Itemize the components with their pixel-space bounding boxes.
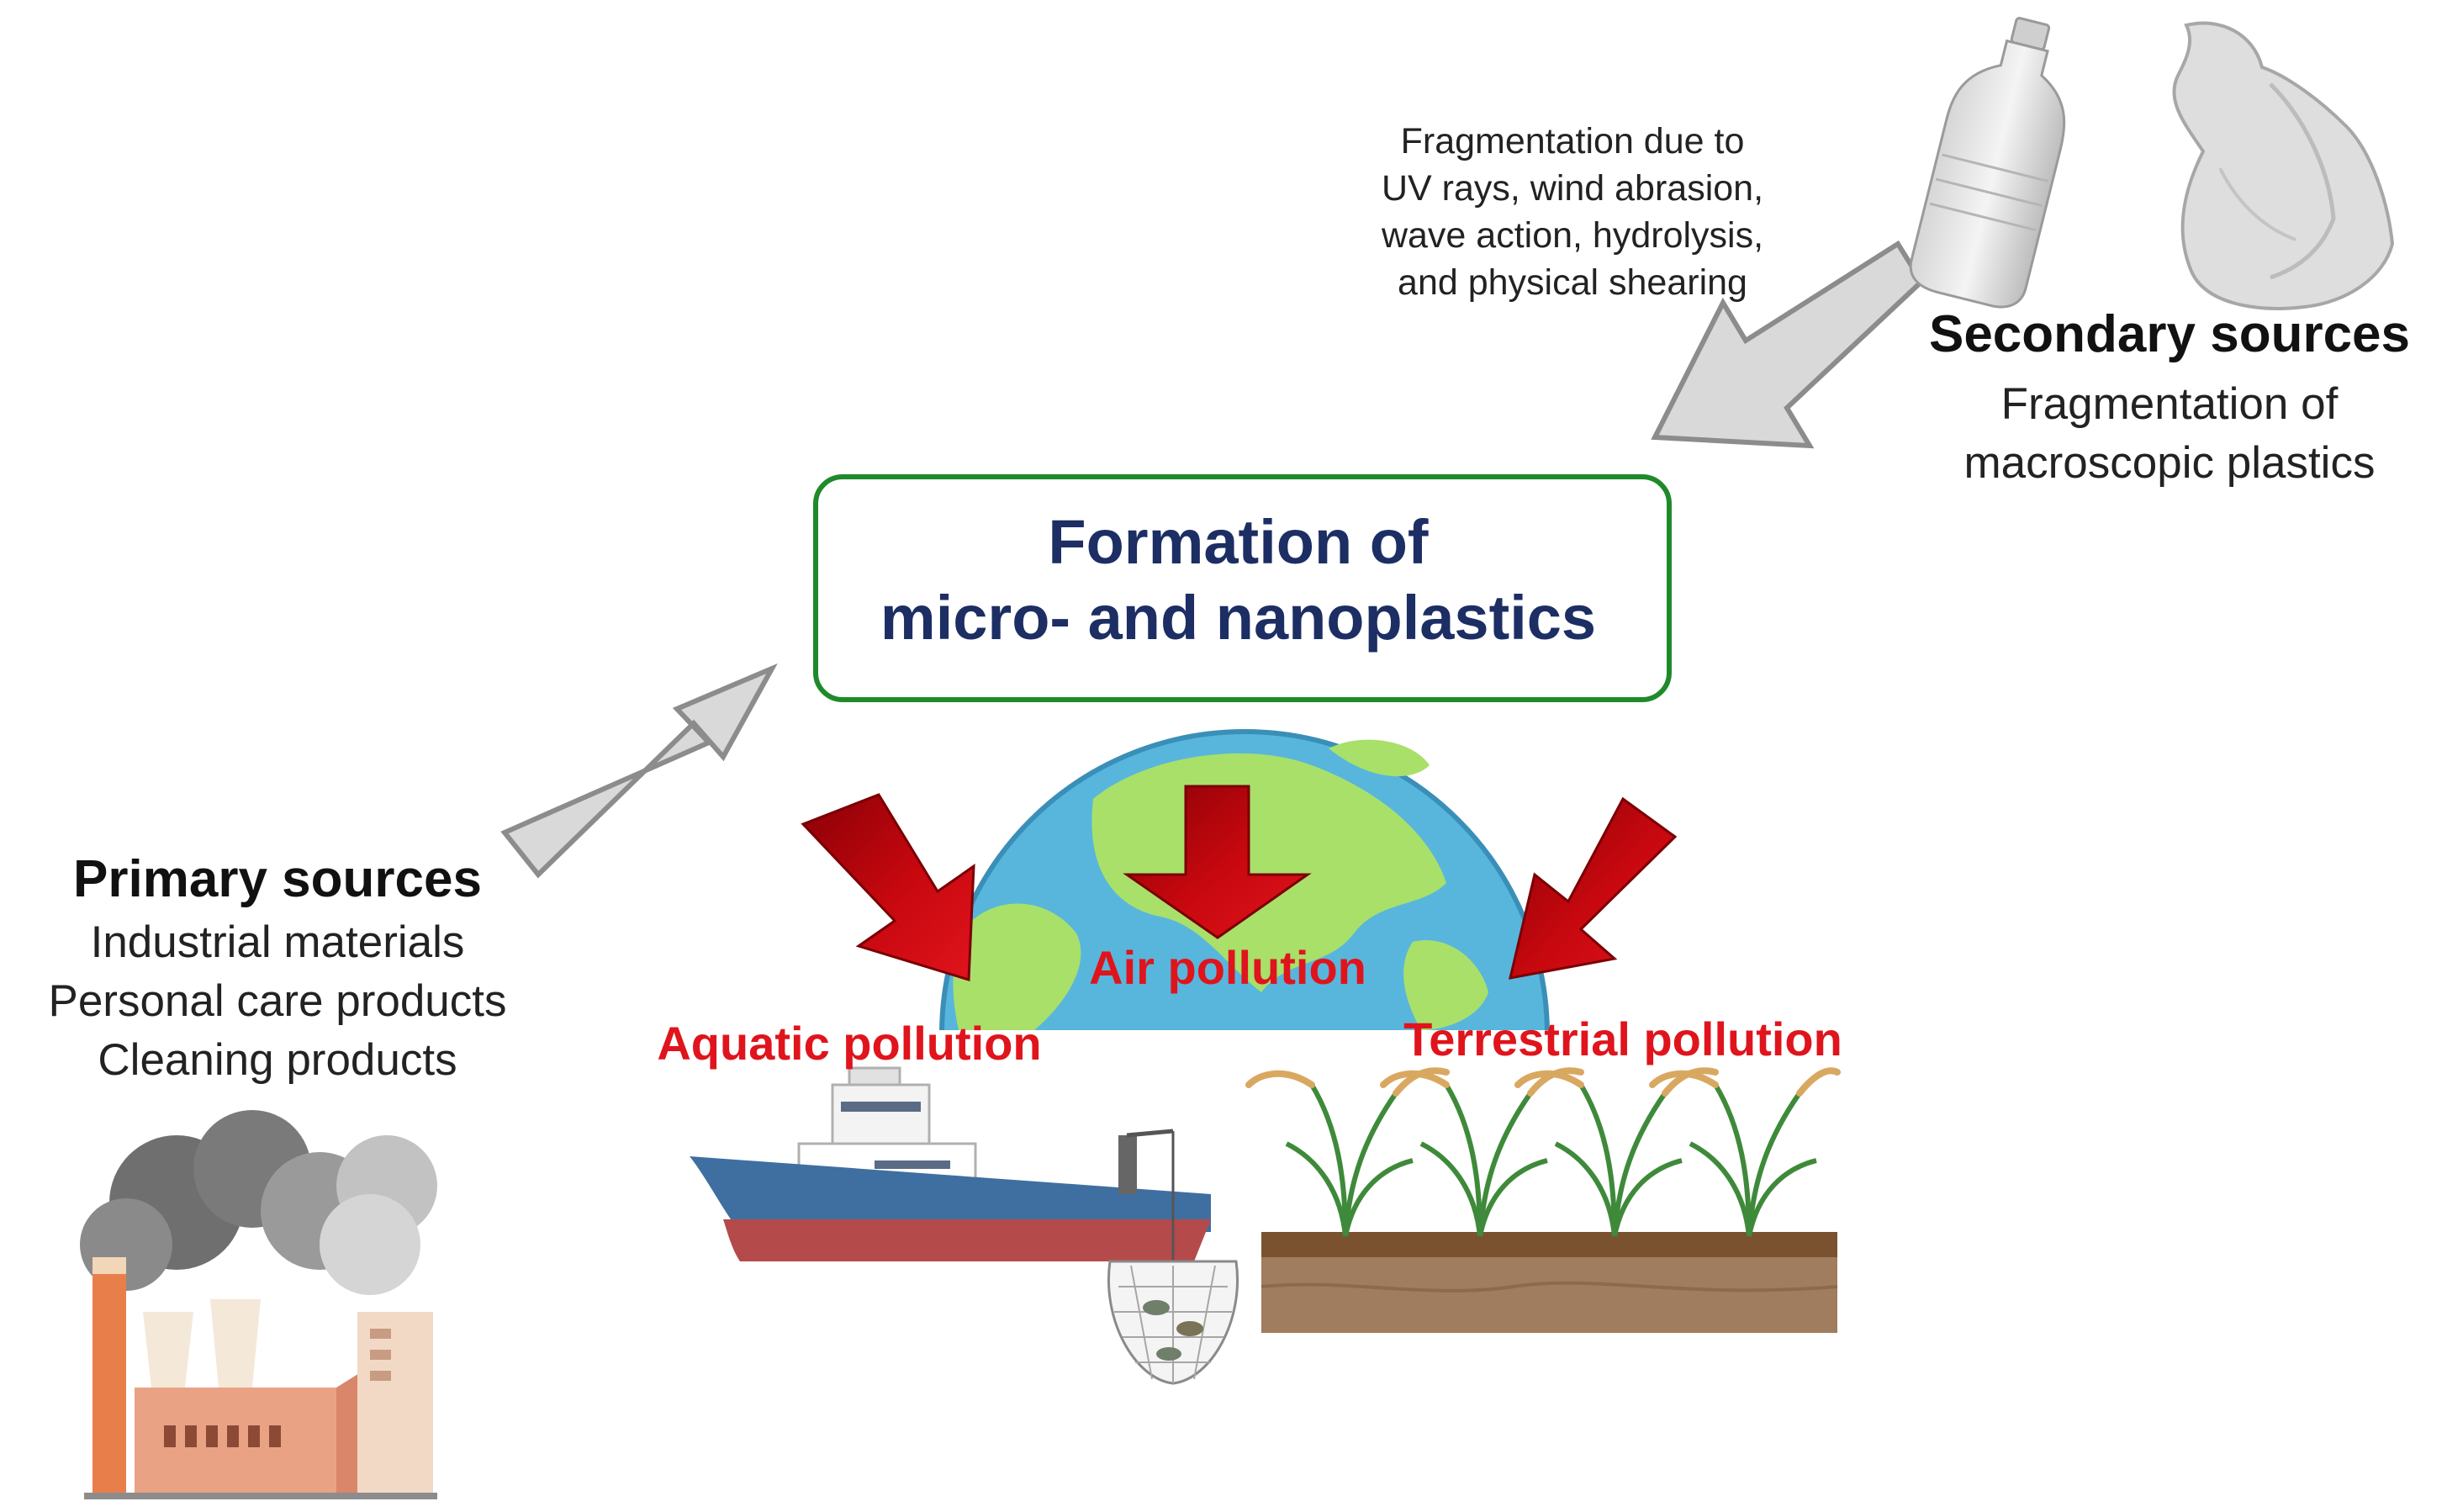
rice-plants-icon xyxy=(1245,1067,1841,1333)
fishing-ship-icon xyxy=(690,1066,1211,1261)
terrestrial-arrow xyxy=(1509,796,1678,980)
secondary-to-formation-arrow xyxy=(1651,240,1925,449)
fragmentation-line-3: wave action, hydrolysis, xyxy=(1381,215,1764,256)
fragmentation-line-4: and physical shearing xyxy=(1398,262,1747,303)
primary-line-3: Cleaning products xyxy=(98,1035,457,1085)
formation-box xyxy=(813,474,1672,702)
secondary-sources-description: Fragmentation of macroscopic plastics xyxy=(1884,375,2447,493)
fishing-net-icon xyxy=(1107,1131,1239,1385)
fragmentation-line-1: Fragmentation due to xyxy=(1400,121,1745,161)
formation-title: Formation of micro- and nanoplastics xyxy=(811,505,1665,656)
plastic-bottle-icon xyxy=(1909,17,2066,309)
secondary-sources-title: Secondary sources xyxy=(1928,305,2411,363)
aquatic-pollution-label: Aquatic pollution xyxy=(657,1017,1042,1070)
secondary-line-2: macroscopic plastics xyxy=(1963,438,2376,488)
primary-to-formation-arrow xyxy=(500,663,778,879)
primary-line-1: Industrial materials xyxy=(90,917,465,967)
formation-line-2: micro- and nanoplastics xyxy=(880,583,1597,653)
plastic-bag-icon xyxy=(2172,21,2395,310)
factory-icon xyxy=(80,1110,437,1499)
air-arrow xyxy=(1123,785,1312,939)
fragmentation-note: Fragmentation due to UV rays, wind abras… xyxy=(1312,118,1833,306)
terrestrial-pollution-label: Terrestrial pollution xyxy=(1403,1012,1842,1065)
primary-sources-title: Primary sources xyxy=(73,850,482,908)
air-pollution-label: Air pollution xyxy=(1089,941,1366,994)
fragmentation-line-2: UV rays, wind abrasion, xyxy=(1381,168,1764,209)
secondary-line-1: Fragmentation of xyxy=(2000,379,2339,429)
aquatic-arrow xyxy=(801,793,975,981)
primary-line-2: Personal care products xyxy=(48,976,507,1026)
formation-line-1: Formation of xyxy=(1048,507,1429,577)
